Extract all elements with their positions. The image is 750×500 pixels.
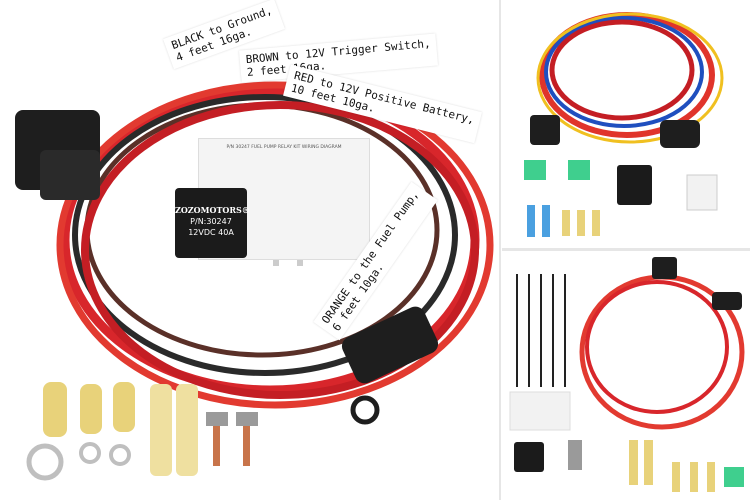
relay: ZOZOMOTORS® P/N:30247 12VDC 40A <box>175 188 250 258</box>
harness-kit-illustration <box>509 257 745 492</box>
diagram-title: P/N 30247 FUEL PUMP RELAY KIT WIRING DIA… <box>226 145 342 150</box>
main-product-image: P/N 30247 FUEL PUMP RELAY KIT WIRING DIA… <box>15 3 494 481</box>
divider <box>499 0 501 500</box>
relay-socket <box>15 110 100 200</box>
relay-brand: ZOZOMOTORS® <box>175 205 250 215</box>
divider <box>502 248 750 251</box>
harness-kit-illustration <box>524 12 724 237</box>
wire-terminals <box>26 382 258 481</box>
inline-fuse-holder <box>341 306 439 425</box>
relay-part-number: P/N:30247 <box>190 217 232 226</box>
relay-spec: 12VDC 40A <box>188 228 234 237</box>
kit-contents-image-bottom <box>502 252 750 500</box>
kit-contents-image-top <box>502 0 750 247</box>
